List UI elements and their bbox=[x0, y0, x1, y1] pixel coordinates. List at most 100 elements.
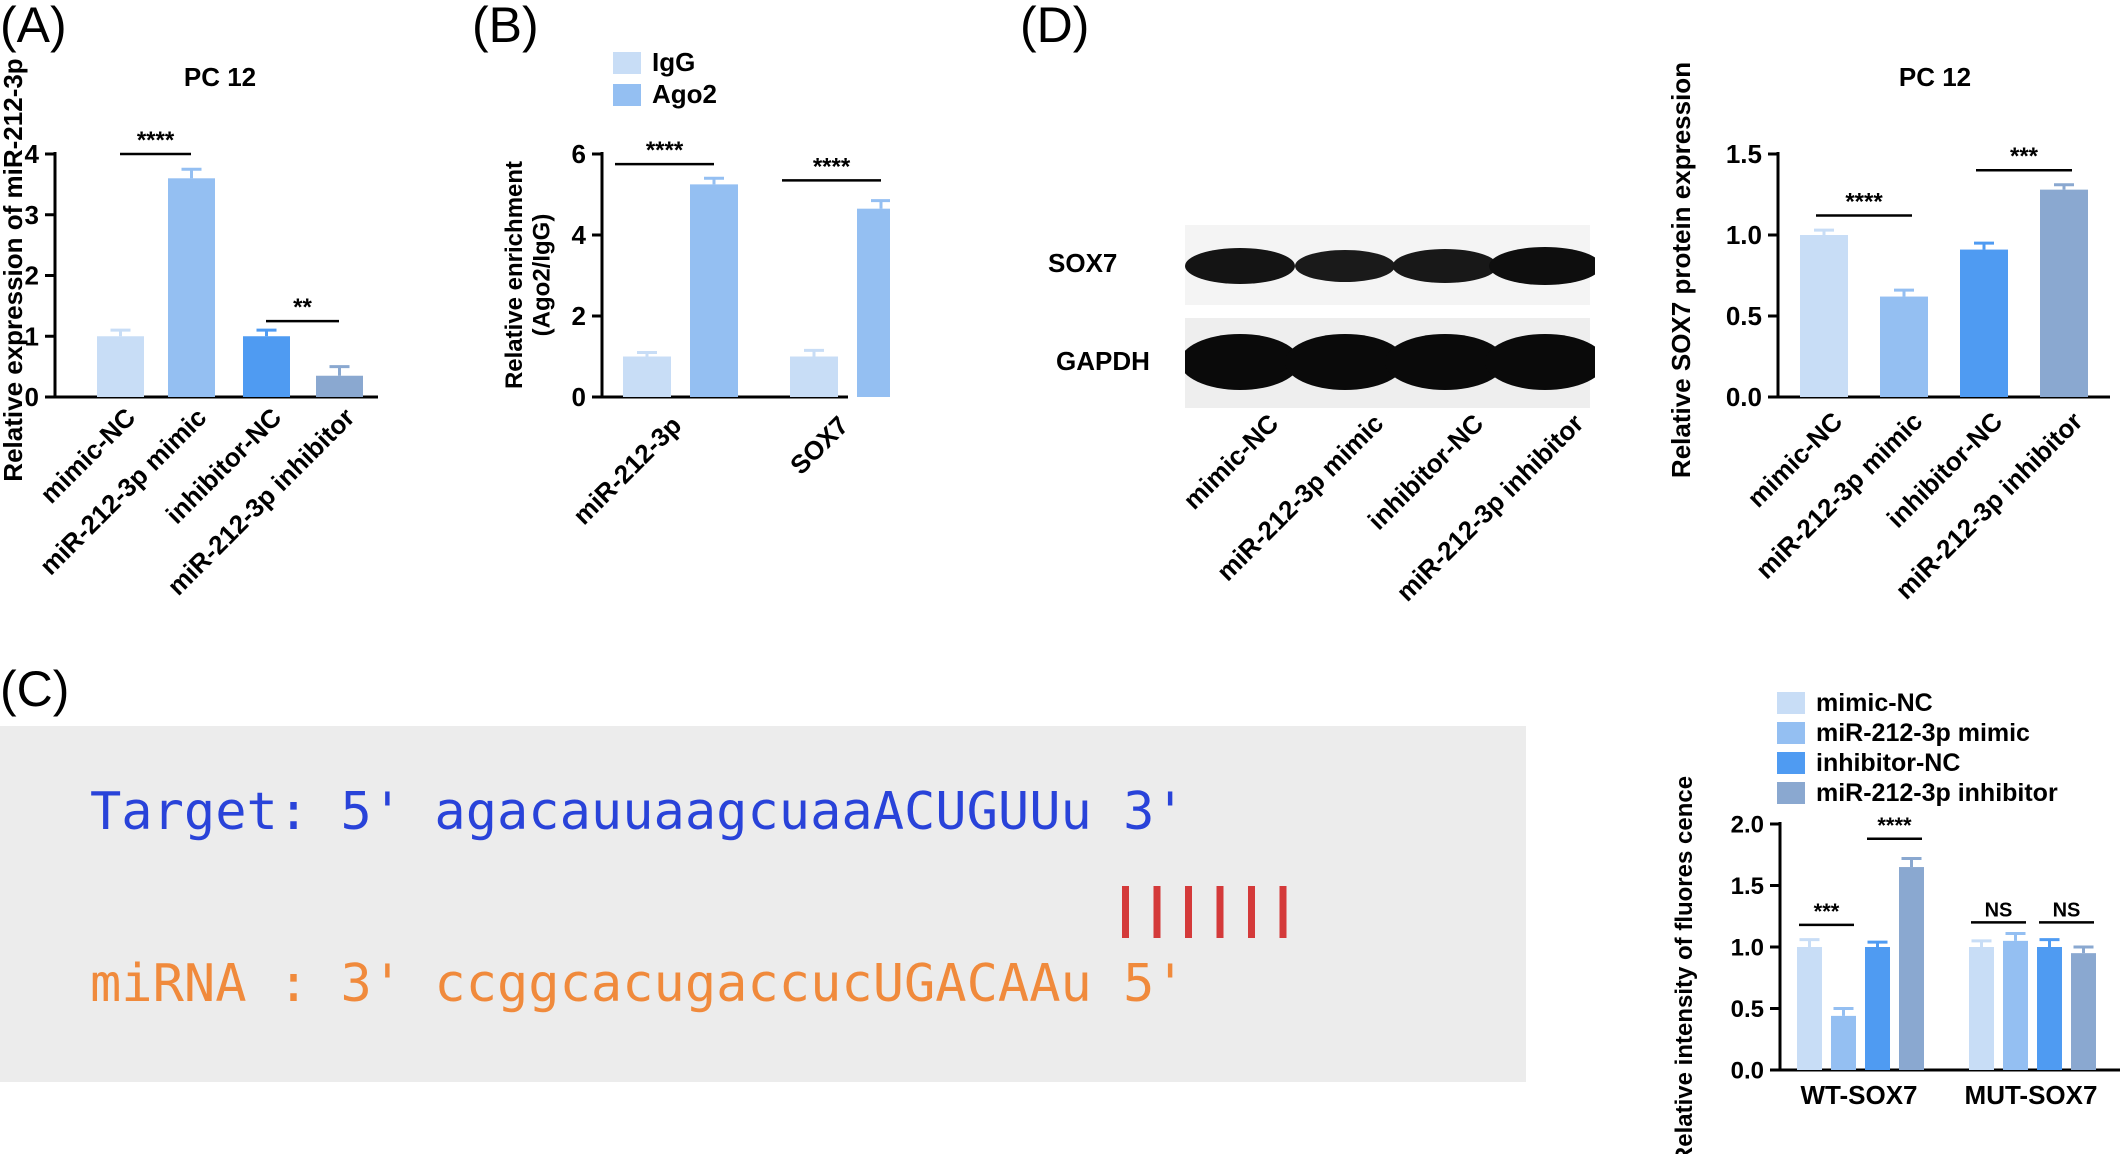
chart-b-legend-label-1: Ago2 bbox=[652, 79, 717, 109]
chart-c-x-label-0: WT-SOX7 bbox=[1800, 1080, 1917, 1110]
chart-c-y-tick-label: 2.0 bbox=[1731, 811, 1764, 838]
chart-a-title: PC 12 bbox=[184, 62, 256, 92]
chart-c-bar-1-0 bbox=[1969, 947, 1994, 1070]
chart-c-bar-1-2 bbox=[2037, 947, 2062, 1070]
blot-band-label-sox7: SOX7 bbox=[1048, 248, 1118, 278]
chart-c-y-tick-label: 1.0 bbox=[1731, 934, 1764, 961]
chart-b-legend-swatch-1 bbox=[613, 84, 641, 106]
chart-d-y-tick-label: 1.0 bbox=[1726, 220, 1762, 250]
target-seq-tail: u bbox=[1060, 782, 1092, 842]
blot-sox7-band-1 bbox=[1295, 250, 1395, 282]
chart-a-y-tick-label: 3 bbox=[25, 200, 39, 230]
chart-c-y-tick-label: 1.5 bbox=[1731, 873, 1764, 900]
chart-b-sig-1-label: **** bbox=[813, 153, 851, 180]
chart-c-sig-1-label: **** bbox=[1877, 813, 1912, 838]
chart-d-bar-3 bbox=[2040, 189, 2088, 397]
chart-b-y-label: Relative enrichment(Ago2/IgG) bbox=[501, 161, 556, 389]
chart-c-legend-label-0: mimic-NC bbox=[1816, 689, 1933, 717]
chart-a-sig-0-label: **** bbox=[137, 127, 175, 154]
chart-c-y-tick-label: 0.0 bbox=[1731, 1057, 1764, 1084]
chart-d-y-tick-label: 1.5 bbox=[1726, 139, 1762, 169]
blot-gapdh-band-1 bbox=[1285, 334, 1405, 390]
chart-a-relative-expression: PC 12 Relative expression of miR-212-3p0 1… bbox=[0, 58, 378, 601]
chart-a-y-tick-label: 4 bbox=[25, 139, 40, 169]
blot-gapdh-band-0 bbox=[1185, 334, 1300, 390]
chart-c-legend-label-1: miR-212-3p mimic bbox=[1816, 719, 2030, 747]
mirna-seq-upper: UGACAA bbox=[872, 954, 1061, 1014]
chart-d-bar-2 bbox=[1960, 249, 2008, 397]
chart-d-y-label: Relative SOX7 protein expression bbox=[1666, 62, 1696, 478]
chart-d-y-tick-label: 0.0 bbox=[1726, 382, 1762, 412]
base-pair-line-3 bbox=[1216, 886, 1224, 938]
target-seq-upper: ACUGUU bbox=[872, 782, 1061, 842]
base-pair-line-4 bbox=[1248, 886, 1255, 938]
chart-c-bar-1-3 bbox=[2071, 953, 2096, 1070]
chart-b-bar-1-0 bbox=[790, 356, 838, 397]
chart-c-bar-0-1 bbox=[1831, 1015, 1856, 1070]
mirna-label: miRNA : 3' bbox=[90, 954, 404, 1014]
chart-d-bar-1 bbox=[1880, 296, 1928, 397]
blot-image bbox=[1185, 225, 1595, 408]
base-pair-line-0 bbox=[1122, 886, 1129, 938]
panel-label-c: (C) bbox=[0, 661, 70, 717]
chart-a-y-tick-label: 1 bbox=[25, 321, 39, 351]
panel-label-b: (B) bbox=[472, 0, 539, 53]
base-pair-line-1 bbox=[1153, 886, 1161, 938]
chart-b-relative-enrichment: Relative enrichment(Ago2/IgG)0246IgGAgo2… bbox=[501, 47, 890, 530]
chart-c-legend-swatch-0 bbox=[1777, 692, 1805, 714]
chart-c-bar-0-3 bbox=[1899, 867, 1924, 1070]
target-sequence: Target: 5' agacauuaagcuaaACUGUUu 3' bbox=[90, 782, 1186, 842]
chart-c-legend-swatch-3 bbox=[1777, 782, 1805, 804]
chart-c-bar-1-1 bbox=[2003, 940, 2028, 1070]
blot-lane-label-3: miR-212-3p inhibitor bbox=[1390, 408, 1589, 607]
base-pair-lines bbox=[1122, 886, 1287, 938]
chart-b-legend-swatch-0 bbox=[613, 52, 641, 74]
chart-c-bar-0-2 bbox=[1865, 947, 1890, 1070]
chart-a-sig-1-label: ** bbox=[293, 294, 312, 321]
blot-lane-label-0: mimic-NC bbox=[1177, 408, 1284, 515]
chart-a-bar-2 bbox=[243, 336, 290, 397]
chart-a-bar-3 bbox=[316, 375, 363, 397]
chart-c-legend-swatch-2 bbox=[1777, 752, 1805, 774]
base-pair-line-5 bbox=[1279, 886, 1287, 938]
mirna-sequence: miRNA : 3' ccggcacugaccucUGACAAu 5' bbox=[90, 954, 1186, 1014]
chart-d-sig-0-label: **** bbox=[1845, 189, 1883, 216]
chart-c-legend-label-3: miR-212-3p inhibitor bbox=[1816, 779, 2058, 807]
chart-b-bar-1-1 bbox=[857, 208, 890, 397]
chart-b-y-tick-label: 6 bbox=[572, 139, 586, 169]
chart-d-y-tick-label: 0.5 bbox=[1726, 301, 1762, 331]
target-seq-lower: agacauuaagcuaa bbox=[434, 782, 873, 842]
target-label: Target: 5' bbox=[90, 782, 404, 842]
chart-b-y-tick-label: 0 bbox=[572, 382, 586, 412]
chart-a-y-label: Relative expression of miR-212-3p bbox=[0, 58, 28, 481]
blot-gapdh-band-3 bbox=[1485, 334, 1595, 390]
mirna-seq-tail: u bbox=[1060, 954, 1092, 1014]
panel-label-d: (D) bbox=[1020, 0, 1090, 53]
blot-sox7-band-2 bbox=[1392, 249, 1498, 283]
blot-band-label-gapdh: GAPDH bbox=[1056, 346, 1150, 376]
chart-c-sig-0-label: *** bbox=[1814, 899, 1840, 924]
blot-gapdh-band-2 bbox=[1385, 334, 1505, 390]
chart-a-bar-1 bbox=[168, 178, 215, 397]
chart-b-bar-0-1 bbox=[690, 184, 738, 397]
chart-c-sig-2-label: NS bbox=[1985, 899, 2013, 921]
chart-c-sig-3-label: NS bbox=[2053, 899, 2081, 921]
chart-b-y-tick-label: 2 bbox=[572, 301, 586, 331]
chart-a-y-tick-label: 0 bbox=[25, 382, 39, 412]
chart-c-legend-label-2: inhibitor-NC bbox=[1816, 749, 1960, 777]
mirna-seq-lower: ccggcacugaccuc bbox=[434, 954, 873, 1014]
panel-label-a: (A) bbox=[0, 0, 67, 53]
base-pair-line-2 bbox=[1185, 886, 1192, 938]
chart-c-bar-0-0 bbox=[1797, 947, 1822, 1070]
chart-c-legend-swatch-1 bbox=[1777, 722, 1805, 744]
blot-sox7-band-0 bbox=[1185, 248, 1295, 284]
chart-b-sig-0-label: **** bbox=[646, 137, 684, 164]
chart-a-y-tick-label: 2 bbox=[25, 261, 39, 291]
target-end: 3' bbox=[1123, 782, 1186, 842]
chart-b-legend-label-0: IgG bbox=[652, 47, 695, 77]
chart-a-bar-0 bbox=[97, 336, 144, 397]
